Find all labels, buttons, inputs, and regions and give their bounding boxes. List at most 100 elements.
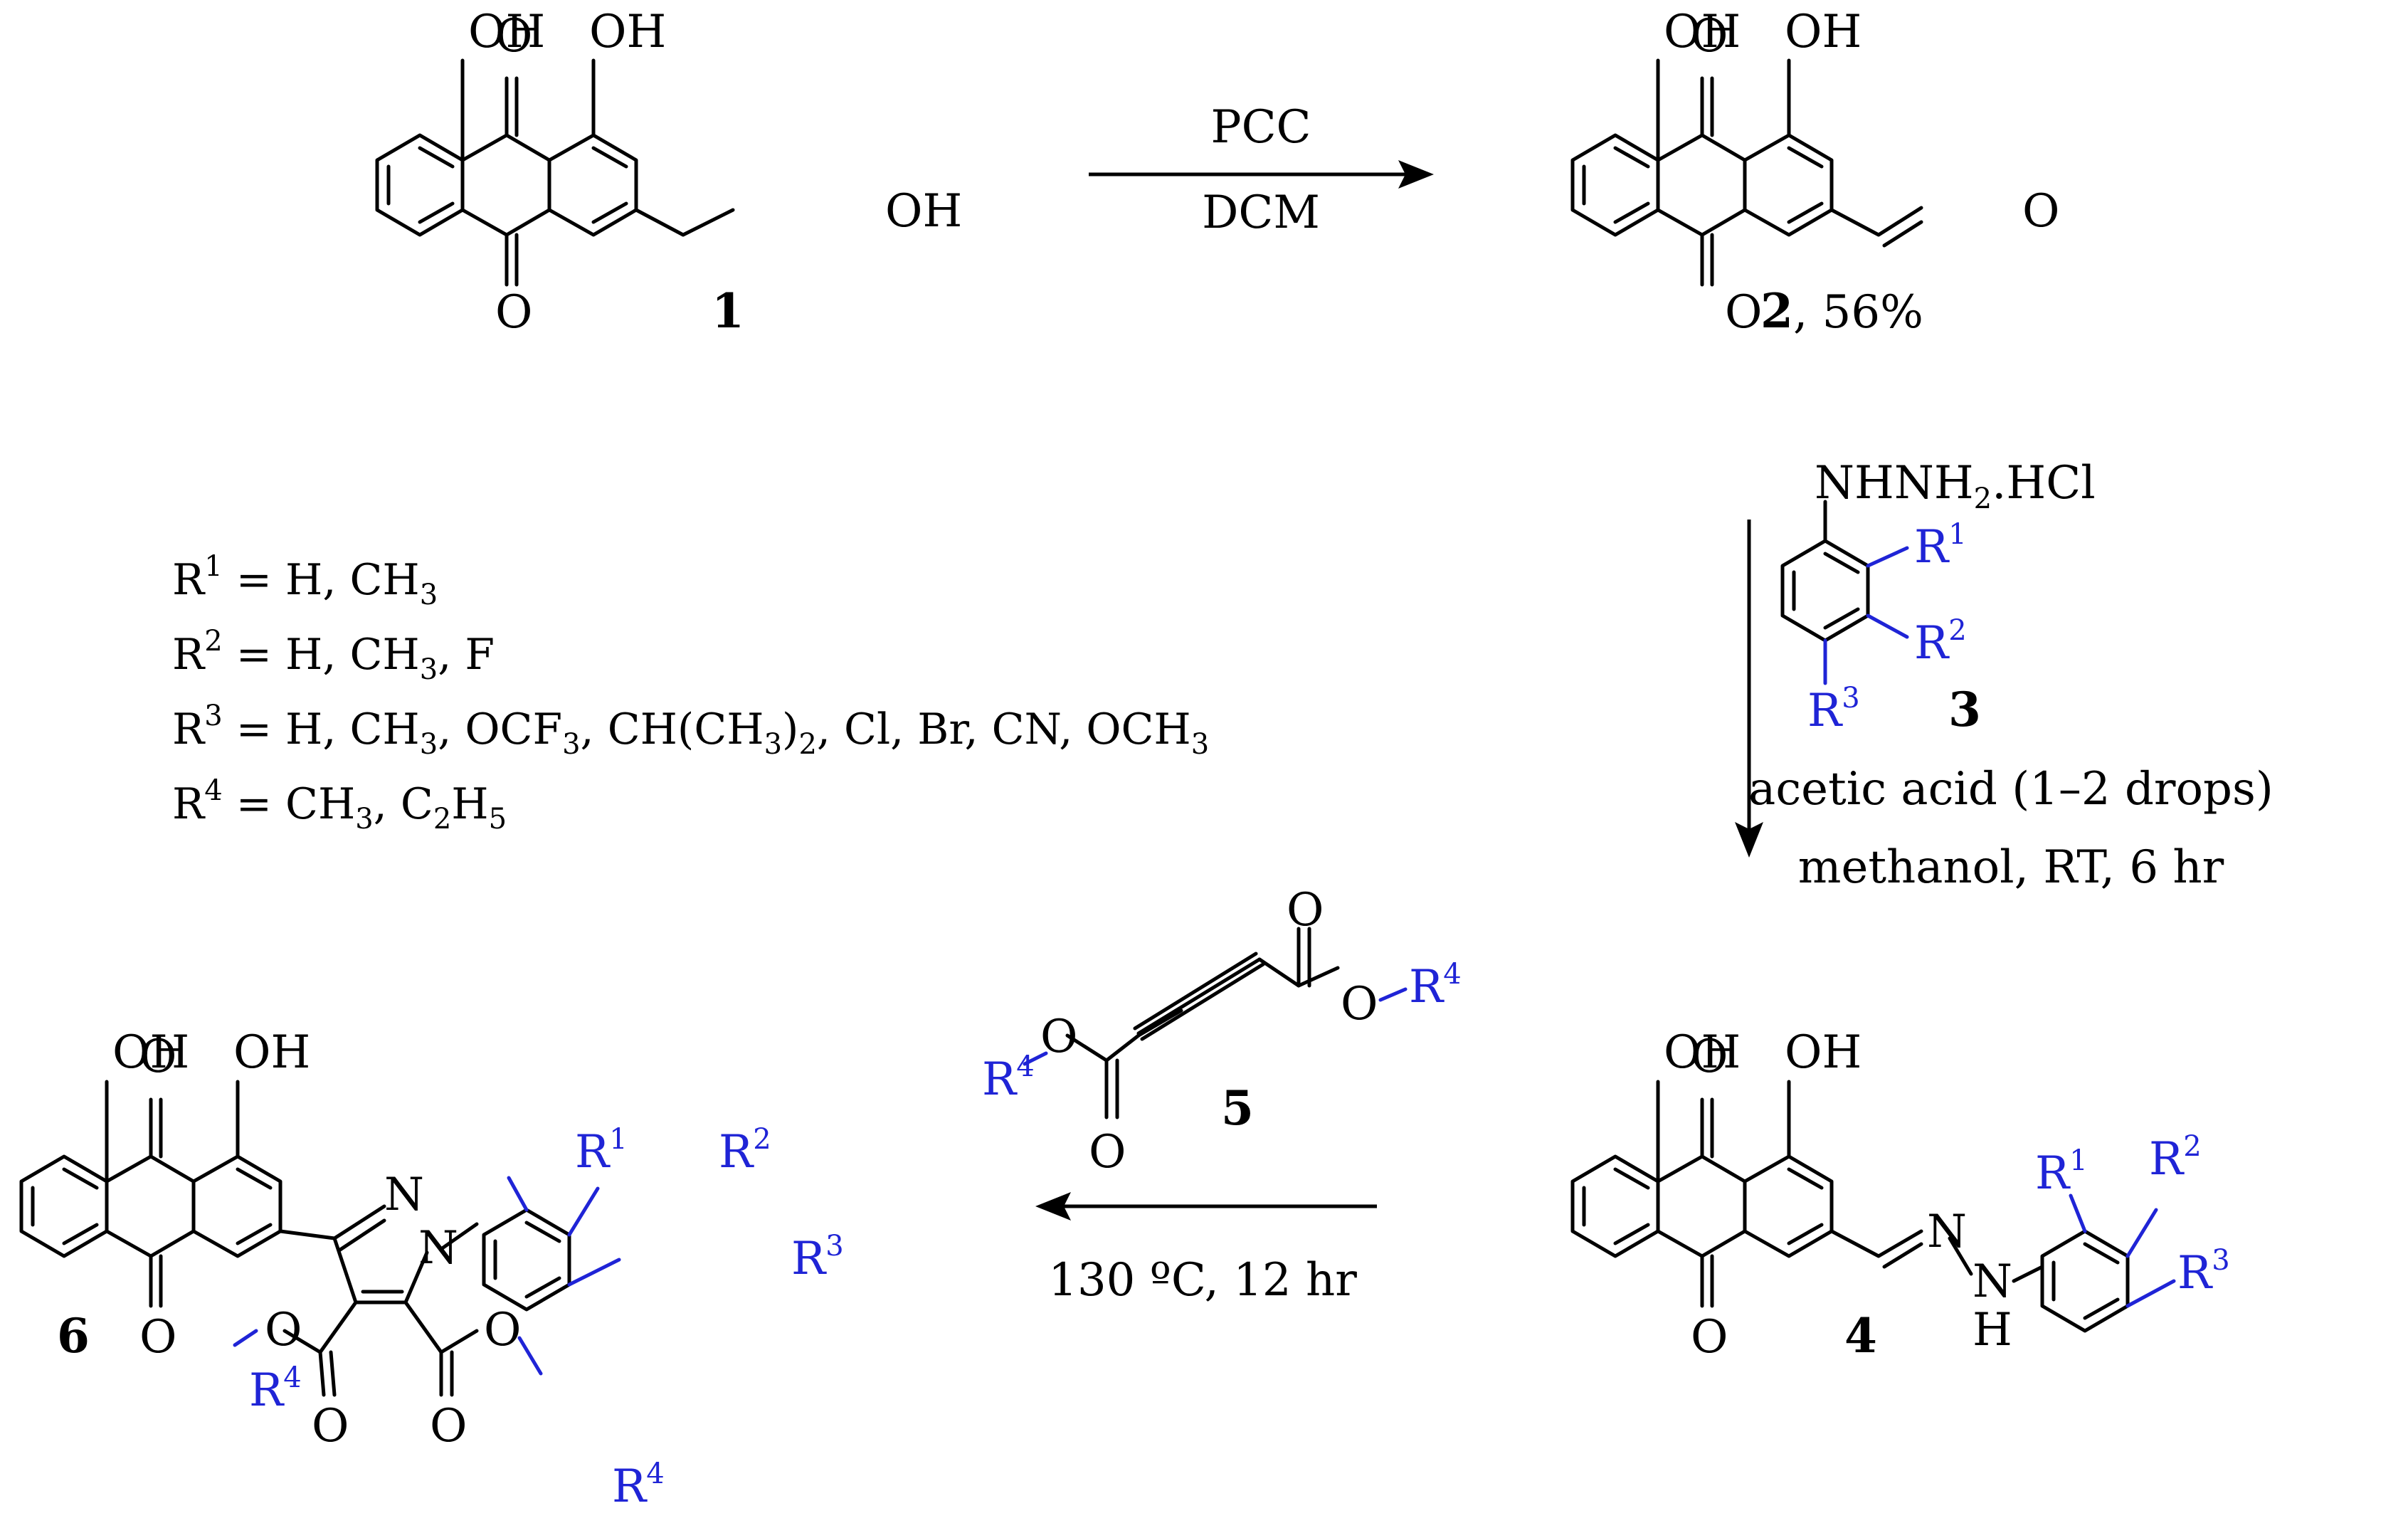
r-definition-text: , OCF [438, 705, 562, 754]
r-definition-text: = H, CH [223, 630, 420, 680]
compound-4-r1-text: R [2035, 1147, 2071, 1200]
compound-1-oh-chain: OH [885, 185, 962, 238]
r-definition-subscript: 3 [562, 728, 580, 761]
compound-2-o-bottom: O [1725, 286, 1762, 339]
compound-4-o-top: O [1691, 1031, 1728, 1083]
reagent-3-r3-text: R [1807, 685, 1843, 737]
compound-4-structure [1570, 1080, 2176, 1333]
compound-6-r2: R2 [719, 1123, 771, 1179]
compound-1-oh-left: OH [468, 6, 545, 58]
compound-2-aldehyde-o: O [2022, 185, 2059, 238]
compound-6-r1: R1 [575, 1123, 628, 1179]
reagent-5-ester-o-right: O [1341, 978, 1378, 1031]
r-definition-subscript: 2 [798, 728, 816, 761]
r-definition-subscript: 5 [489, 803, 507, 836]
r-definition-superscript: 3 [204, 700, 222, 732]
r-definition-text: , C [374, 779, 433, 829]
compound-4-r1-sup: 1 [2069, 1144, 2087, 1177]
compound-6-carbonyl-o-1: O [312, 1400, 349, 1453]
compound-4-r2-text: R [2149, 1133, 2185, 1186]
compound-2-oh-left: OH [1664, 6, 1741, 58]
compound-2-o-top: O [1691, 10, 1728, 63]
compound-6-r4-left: R4 [249, 1361, 302, 1417]
compound-4-h: H [1973, 1304, 2012, 1356]
reagent-5-label: 5 [1221, 1080, 1254, 1136]
step-3-conditions: 130 ºC, 12 hr [1048, 1254, 1357, 1307]
compound-2-label: 2, 56% [1760, 283, 1923, 339]
compound-1-structure [375, 58, 735, 287]
compound-6-o-bottom: O [139, 1311, 176, 1364]
compound-6-o-top: O [139, 1031, 176, 1083]
compound-6-r3-sup: 3 [825, 1230, 843, 1263]
compound-2-oh-right: OH [1785, 6, 1862, 58]
r-definition-4: R4 = CH3, C2H5 [172, 774, 507, 836]
compound-6-structure [19, 1080, 621, 1397]
r-definition-subscript: 2 [433, 803, 451, 836]
r-definition-text: , F [438, 630, 495, 680]
compound-6-ester-o-1: O [265, 1304, 302, 1356]
reagent-3-hydrazine-text: NHNH [1815, 457, 1974, 510]
reagent-3-hydrazine-sub: 2 [1974, 483, 1992, 515]
r-definition-superscript: 1 [204, 550, 222, 583]
compound-6-label: 6 [57, 1308, 90, 1364]
compound-6-oh-left: OH [112, 1026, 189, 1079]
compound-2-number: 2 [1760, 283, 1793, 339]
compound-6-ester-o-2: O [484, 1304, 521, 1356]
reagent-3-r3: R3 [1807, 682, 1860, 737]
r-definition-superscript: 2 [204, 625, 222, 658]
compound-4-r3-sup: 3 [2212, 1244, 2229, 1277]
reagent-5-r4-right-text: R [1409, 961, 1445, 1013]
reagent-5-carbonyl-o-right: O [1287, 884, 1324, 937]
compound-1-oh-right: OH [589, 6, 666, 58]
r-definition-text: ) [782, 705, 798, 754]
reagent-3-r3-sup: 3 [1842, 682, 1859, 715]
reagent-3-r1-sup: 1 [1948, 518, 1966, 551]
compound-6-r4-right-text: R [612, 1460, 648, 1513]
r-definition-subscript: 3 [420, 728, 438, 761]
reagent-5-carbonyl-o-left: O [1089, 1126, 1126, 1179]
r-definition-subscript: 3 [355, 803, 373, 836]
compound-6-r2-sup: 2 [753, 1123, 771, 1156]
r-definition-3: R3 = H, CH3, OCF3, CH(CH3)2, Cl, Br, CN,… [172, 700, 1209, 761]
reagent-3-r2: R2 [1914, 614, 1967, 670]
compound-4-oh-right: OH [1785, 1026, 1862, 1079]
r-definition-symbol: R [172, 779, 206, 829]
r-definition-text: = CH [223, 779, 356, 829]
compound-1-label: 1 [712, 283, 744, 339]
compound-1-o-bottom: O [495, 286, 532, 339]
compound-4-r3-text: R [2177, 1247, 2213, 1300]
reagent-3-salt: .HCl [1992, 457, 2096, 510]
reagent-5-r4-left-sup: 4 [1016, 1050, 1034, 1083]
reagent-5-structure [1023, 927, 1408, 1119]
reagent-3-structure [1780, 500, 1909, 685]
reagent-3-hydrazine: NHNH2.HCl [1815, 457, 2096, 515]
r-definition-text: , Cl, Br, CN, OCH [817, 705, 1191, 754]
compound-6-carbonyl-o-2: O [430, 1400, 467, 1453]
compound-6-n-pyrazole-2: N [384, 1169, 424, 1221]
compound-6-r4-right-sup: 4 [646, 1458, 664, 1490]
r-definition-subscript: 3 [420, 579, 438, 611]
reaction-arrow-2 [1735, 520, 1763, 858]
compound-6-r3: R3 [791, 1230, 844, 1285]
step-2-conditions-line-1: acetic acid (1–2 drops) [1748, 763, 2274, 816]
compound-6-r4-right: R4 [612, 1458, 665, 1513]
compound-4-n-imine: N [1927, 1206, 1967, 1258]
compound-4-r2-sup: 2 [2183, 1130, 2201, 1163]
r-definition-subscript: 3 [764, 728, 782, 761]
compound-6-n-pyrazole-1: N [418, 1222, 458, 1275]
reagent-5-ester-o-left: O [1040, 1011, 1077, 1063]
compound-4-r2: R2 [2149, 1130, 2202, 1186]
r-definition-symbol: R [172, 705, 206, 754]
compound-6-r2-text: R [719, 1126, 754, 1179]
reagent-5-r4-right-sup: 4 [1443, 958, 1461, 991]
compound-6-r4-left-text: R [249, 1364, 285, 1417]
compound-4-n-hydrazone: N [1973, 1255, 2012, 1308]
reagent-3-r2-sup: 2 [1948, 614, 1966, 647]
compound-2-yield: , 56% [1793, 286, 1923, 339]
reagent-pcc: PCC [1211, 101, 1311, 154]
r-definition-symbol: R [172, 630, 206, 680]
reaction-arrow-3 [1035, 1192, 1377, 1221]
compound-6-r1-sup: 1 [609, 1123, 627, 1156]
reagent-3-r1-text: R [1914, 521, 1950, 574]
